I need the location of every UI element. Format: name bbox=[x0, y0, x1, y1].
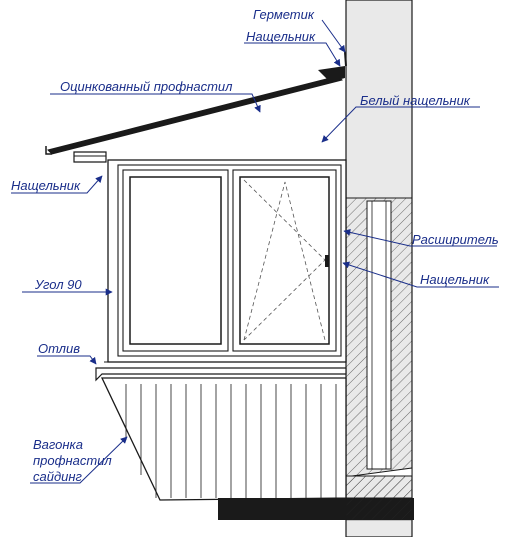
leader-lines bbox=[11, 19, 499, 484]
label-vagonka-line3: сайдинг bbox=[33, 469, 83, 484]
wall-opening-section bbox=[345, 197, 413, 499]
label-vagonka-line1: Вагонка bbox=[33, 437, 83, 452]
label-vagonka-line2: профнастил bbox=[33, 453, 112, 468]
label-white-nashchelnik: Белый нащельник bbox=[360, 93, 471, 108]
roof-profnastil bbox=[45, 51, 347, 163]
label-nashchelnik-top: Нащельник bbox=[246, 29, 316, 44]
label-nashchelnik-right: Нащельник bbox=[420, 272, 490, 287]
label-germetik: Герметик bbox=[253, 7, 315, 22]
labels: Герметик Нащельник Оцинкованный профнаст… bbox=[11, 7, 499, 484]
label-rasshiritel: Расширитель bbox=[412, 232, 499, 247]
balcony-slab bbox=[218, 497, 414, 521]
siding-cladding bbox=[100, 377, 347, 501]
label-ugol: Угол 90 bbox=[34, 277, 82, 292]
window-frame bbox=[107, 159, 347, 363]
label-nashchelnik-left: Нащельник bbox=[11, 178, 81, 193]
label-profnastil: Оцинкованный профнастил bbox=[60, 79, 233, 94]
label-otliv: Отлив bbox=[38, 341, 80, 356]
window-sill bbox=[95, 361, 347, 382]
